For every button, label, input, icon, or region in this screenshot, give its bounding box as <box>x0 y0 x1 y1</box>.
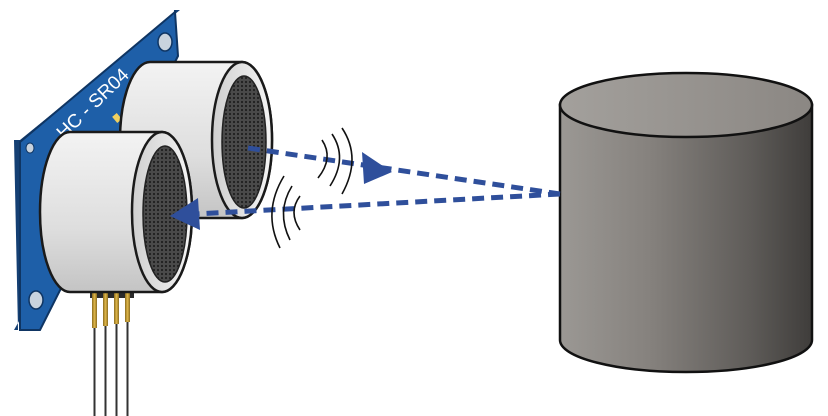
header-pins <box>90 286 134 416</box>
mounting-hole <box>157 32 173 52</box>
obstacle-cylinder <box>558 71 814 374</box>
board-component <box>112 113 122 123</box>
outgoing-path-arrow <box>247 145 561 197</box>
outgoing-signal <box>247 145 561 197</box>
returning-signal <box>170 191 561 230</box>
sensor-module: HC - SR04 <box>14 9 274 416</box>
returning-sound-wave-icon <box>271 175 301 249</box>
returning-path-arrow <box>195 191 561 217</box>
returning-arrowhead <box>170 198 200 230</box>
mounting-hole <box>28 290 44 310</box>
obstacle-top <box>558 71 814 139</box>
outgoing-sound-wave-icon <box>317 127 353 195</box>
outgoing-arrowhead <box>362 152 392 184</box>
mounting-hole <box>25 142 35 154</box>
transmitter-mesh <box>221 75 267 209</box>
receiver-transducer <box>38 130 194 294</box>
